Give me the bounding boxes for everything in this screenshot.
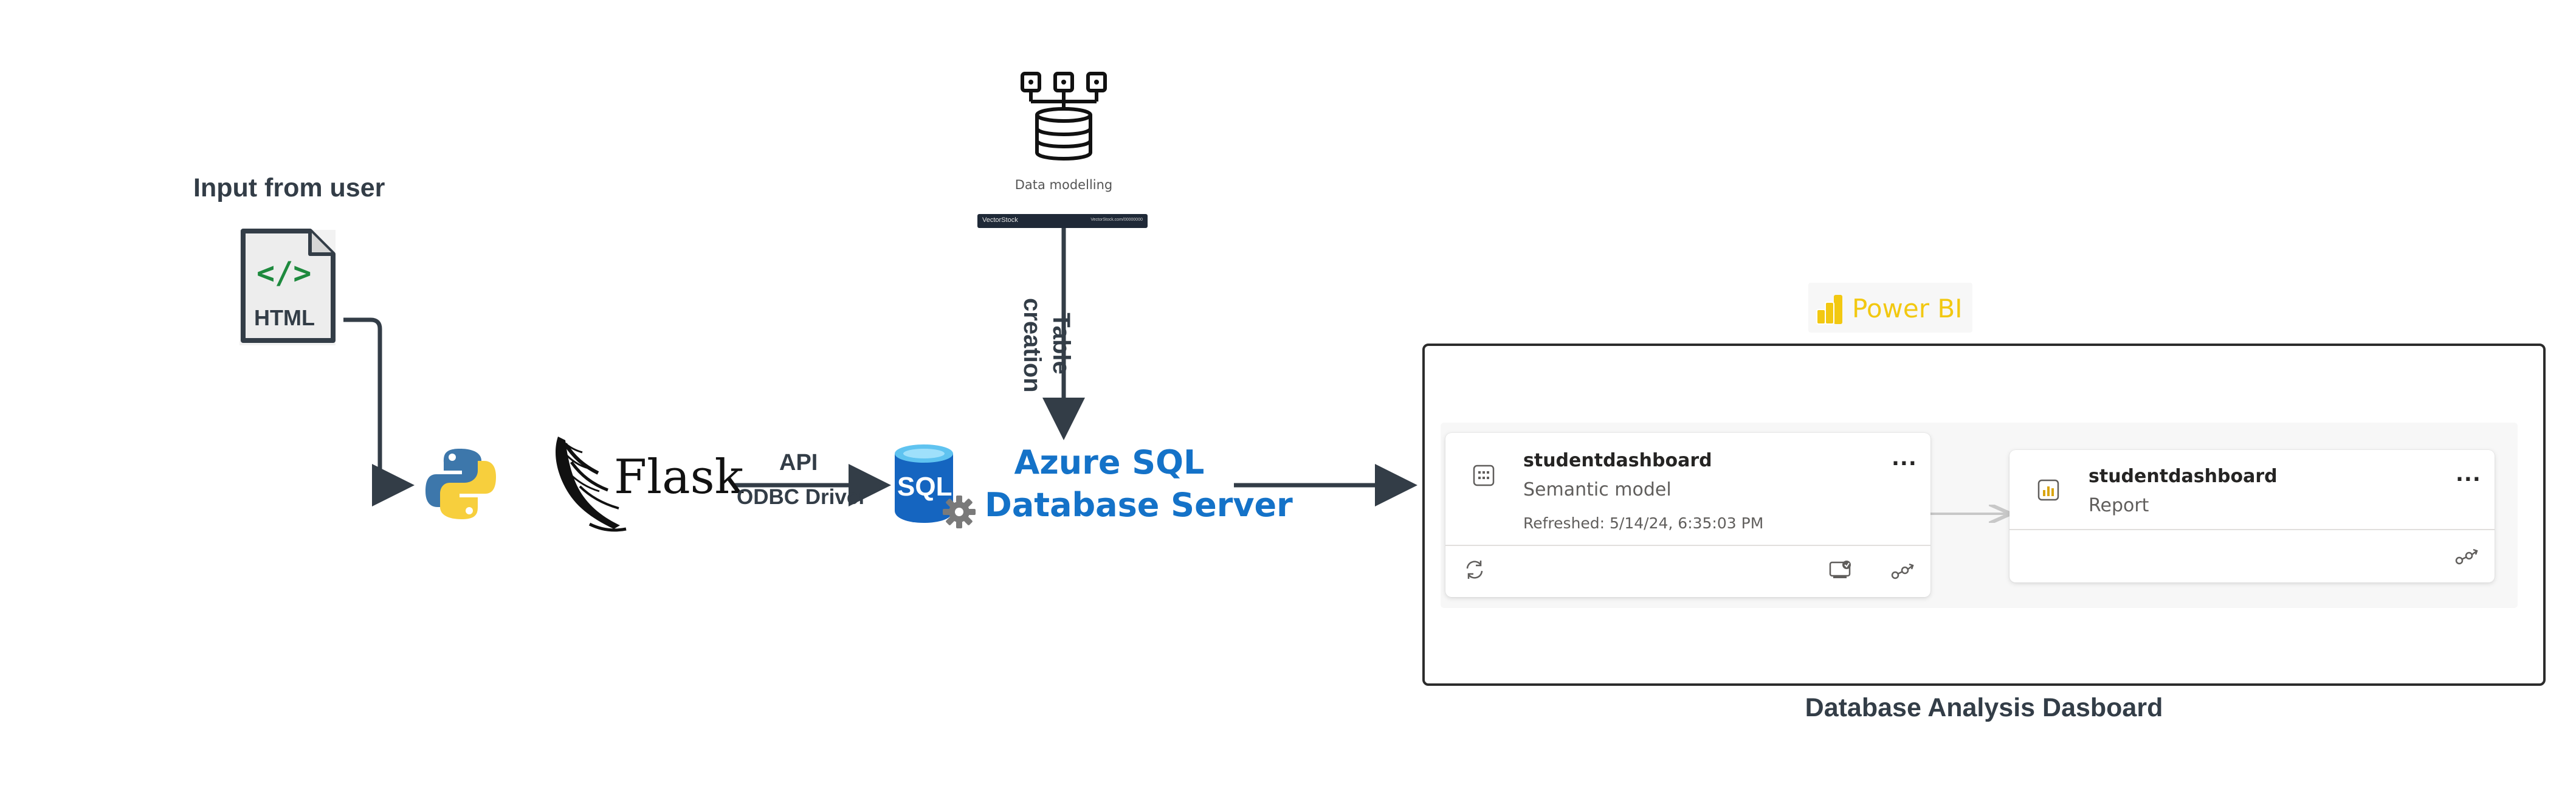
azure-label-line1: Azure SQL <box>1014 443 1205 482</box>
gear-icon <box>941 494 977 530</box>
azure-label-line2: Database Server <box>985 486 1293 524</box>
python-icon <box>423 446 498 522</box>
html-file-icon: </> HTML <box>236 226 339 348</box>
stock-watermark-bar: VectorStock VectorStock.com/00000000 <box>977 214 1148 228</box>
report-icon <box>2037 479 2059 501</box>
table-creation-line1: Table <box>1048 313 1075 375</box>
html-code-glyph: </> <box>257 255 312 291</box>
report-more-button[interactable]: ... <box>2456 462 2481 486</box>
lineage-icon[interactable] <box>1890 559 1915 581</box>
input-title: Input from user <box>193 173 385 202</box>
powerbi-brand-label: Power BI <box>1852 294 1963 323</box>
lineage-connector <box>1929 505 2018 523</box>
report-title[interactable]: studentdashboard <box>2089 466 2278 487</box>
report-card-divider <box>2009 529 2495 530</box>
powerbi-brand: Power BI <box>1808 283 1972 333</box>
semantic-model-type: Semantic model <box>1523 479 1672 500</box>
semantic-card-divider <box>1445 545 1930 546</box>
semantic-model-icon <box>1473 465 1495 486</box>
odbc-driver-label: ODBC Driver <box>737 485 867 509</box>
watermark-left-text: VectorStock <box>982 216 1018 224</box>
data-modelling-label: Data modelling <box>1014 178 1113 192</box>
sql-database-icon: SQL <box>892 443 977 528</box>
powerbi-logo-icon <box>1813 292 1847 326</box>
table-creation-line2: creation <box>1019 298 1045 393</box>
semantic-model-more-button[interactable]: ... <box>1892 446 1917 471</box>
refresh-icon[interactable] <box>1462 558 1487 582</box>
report-type: Report <box>2089 495 2149 516</box>
semantic-model-card[interactable]: studentdashboard Semantic model Refreshe… <box>1445 433 1930 597</box>
api-label: API <box>779 450 818 475</box>
watermark-right-text: VectorStock.com/00000000 <box>1090 218 1143 222</box>
analyze-in-excel-icon[interactable] <box>1828 558 1854 582</box>
arrow-html-to-python <box>343 317 415 506</box>
report-lineage-icon[interactable] <box>2454 545 2479 567</box>
server-network-icon <box>1015 70 1112 161</box>
flask-icon <box>547 433 659 533</box>
html-file-label: HTML <box>254 305 315 330</box>
report-card[interactable]: studentdashboard Report ... <box>2009 450 2495 582</box>
semantic-model-title[interactable]: studentdashboard <box>1523 450 1712 471</box>
dashboard-caption: Database Analysis Dasboard <box>1805 693 2163 722</box>
table-creation-label: Table creation <box>1018 298 1076 393</box>
flask-label: Flask <box>614 450 743 505</box>
semantic-model-refreshed: Refreshed: 5/14/24, 6:35:03 PM <box>1523 514 1764 532</box>
sql-icon-label: SQL <box>897 472 952 502</box>
